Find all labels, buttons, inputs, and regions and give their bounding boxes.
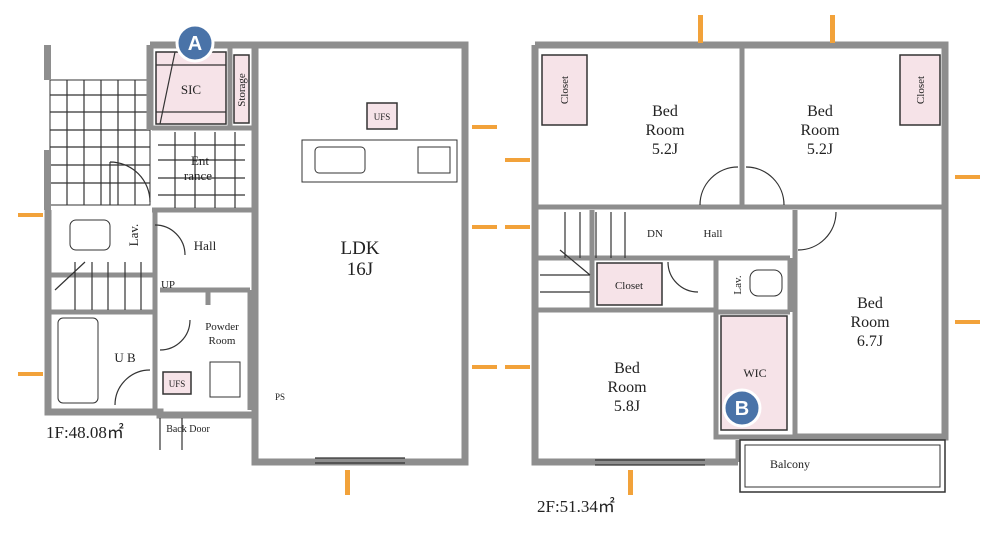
closet-left-label: Closet [559, 76, 571, 104]
entrance-label-1: Ent [191, 153, 209, 168]
ldk-ufs-unit [366, 102, 398, 130]
storage-label: Storage [236, 73, 248, 107]
balcony-label: Balcony [770, 457, 810, 471]
closet-middle [596, 262, 663, 306]
sink-icon [314, 146, 366, 174]
bedroom-3-label: Bed [614, 360, 640, 377]
storage [233, 54, 250, 124]
bedroom-3-label-2: Room [607, 379, 647, 396]
wic-label: WIC [743, 366, 766, 380]
bedroom-4-size: 6.7J [857, 333, 883, 350]
toilet-icon [69, 219, 111, 251]
entrance-label-2: rance [184, 168, 212, 183]
badge-b: B [722, 388, 762, 428]
hall-label-2f: Hall [704, 228, 723, 240]
bedroom-1-size: 5.2J [652, 141, 678, 158]
bedroom-1-label-2: Room [645, 122, 685, 139]
closet-middle-label: Closet [615, 280, 643, 292]
lav-label: Lav. [126, 224, 141, 247]
closet-right [899, 54, 941, 126]
sic-label: SIC [181, 82, 201, 97]
washbasin [209, 361, 241, 398]
bedroom-2-label: Bed [807, 103, 833, 120]
lav-label-2f: Lav. [732, 275, 744, 294]
porch-grid [44, 45, 151, 210]
floor-1-outer-wall [44, 41, 469, 466]
hall-label: Hall [194, 238, 217, 253]
floor-2-area: 2F:51.34㎡ [537, 497, 615, 516]
bedroom-1-label: Bed [652, 103, 678, 120]
toilet-icon-2f [749, 269, 783, 297]
stairs-up-label: UP [161, 279, 175, 291]
stove-icon [417, 146, 451, 174]
window-ventilation-markers-2f [505, 15, 980, 495]
powder-room-label-2: Room [209, 335, 236, 347]
bedroom-4-label: Bed [857, 295, 883, 312]
closet-left [541, 54, 588, 126]
powder-room-label-1: Powder [205, 321, 239, 333]
ldk-size: 16J [347, 259, 373, 280]
ps-label: PS [275, 392, 285, 402]
bedroom-4-label-2: Room [850, 314, 890, 331]
stairs-down-label: DN [647, 228, 663, 240]
badge-a: A [175, 23, 215, 63]
ub-label: U B [114, 350, 136, 365]
bathtub-icon [57, 317, 99, 404]
ufs-unit [162, 371, 192, 395]
ldk-ufs-label: UFS [374, 112, 391, 122]
floor-2-plan: Closet Closet Bed Room 5.2J Bed Room 5.2… [505, 15, 980, 516]
bedroom-2-label-2: Room [800, 122, 840, 139]
svg-text:A: A [188, 33, 202, 55]
bedroom-2-size: 5.2J [807, 141, 833, 158]
closet-right-label: Closet [915, 76, 927, 104]
back-door-label: Back Door [166, 424, 210, 435]
floor-1-plan: SIC Storage Ent rance Lav. Hall UP U B P… [18, 23, 497, 495]
ldk-label: LDK [340, 238, 379, 259]
bedroom-3-size: 5.8J [614, 398, 640, 415]
svg-text:B: B [735, 398, 749, 420]
balcony [739, 439, 946, 493]
ufs-label: UFS [169, 379, 186, 389]
window-ventilation-markers [18, 125, 497, 495]
floor-1-area: 1F:48.08㎡ [46, 423, 124, 442]
